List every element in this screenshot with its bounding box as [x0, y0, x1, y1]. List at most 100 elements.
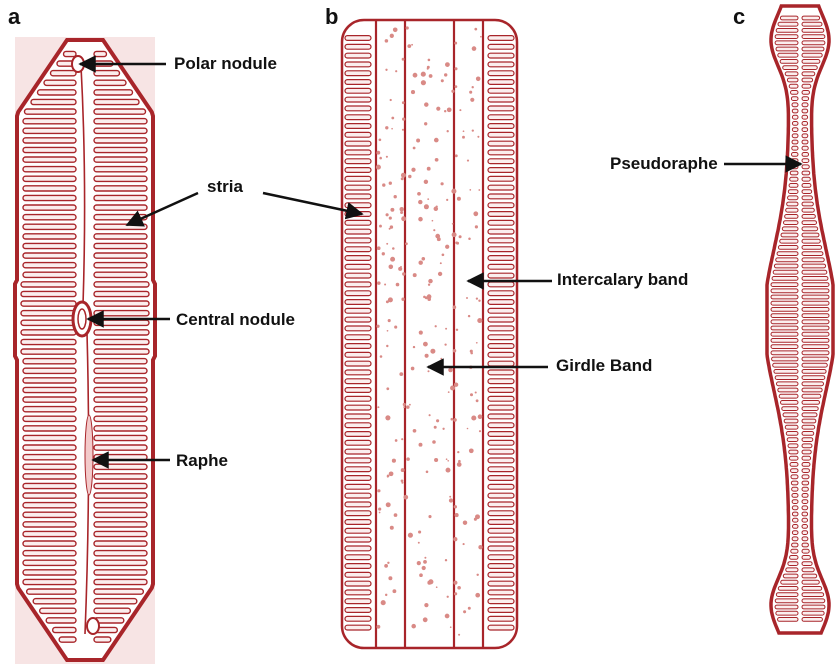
- girdle-stria-right: [488, 273, 514, 278]
- girdle-pore: [445, 245, 449, 249]
- girdle-pore: [468, 315, 470, 317]
- stria-c-right: [802, 270, 827, 274]
- girdle-stria-right: [488, 423, 514, 428]
- stria-left: [44, 80, 76, 85]
- stria-c-left: [792, 537, 798, 541]
- stria-right: [94, 272, 147, 277]
- girdle-stria-right: [488, 36, 514, 41]
- girdle-pore: [394, 513, 398, 517]
- girdle-pore: [427, 370, 429, 372]
- girdle-pore: [435, 325, 437, 327]
- girdle-pore: [391, 128, 393, 130]
- girdle-pore: [476, 574, 478, 576]
- girdle-pore: [434, 426, 437, 429]
- girdle-pore: [476, 342, 478, 344]
- girdle-stria-left: [345, 590, 371, 595]
- stria-right: [94, 320, 149, 325]
- stria-c-left: [785, 72, 798, 76]
- girdle-pore: [424, 122, 427, 125]
- stria-c-right: [802, 246, 822, 250]
- stria-c-left: [789, 450, 798, 454]
- label-intercalary-band: Intercalary band: [557, 270, 688, 290]
- girdle-pore: [441, 79, 444, 82]
- stria-c-right: [802, 252, 823, 256]
- axial-area: [78, 58, 92, 642]
- stria-c-left: [788, 562, 798, 566]
- panel-a-valve: [15, 40, 155, 660]
- stria-c-right: [802, 29, 824, 33]
- girdle-stria-right: [488, 449, 514, 454]
- girdle-stria-left: [345, 282, 371, 287]
- girdle-pore: [392, 589, 396, 593]
- stria-c-left: [786, 568, 798, 572]
- girdle-pore: [428, 279, 432, 283]
- stria-c-right: [802, 258, 824, 262]
- girdle-pore: [376, 151, 380, 155]
- girdle-pore: [418, 260, 422, 264]
- girdle-stria-right: [488, 599, 514, 604]
- stria-right: [94, 445, 147, 450]
- girdle-pore: [386, 300, 389, 303]
- girdle-pore: [453, 305, 457, 309]
- girdle-pore: [388, 319, 391, 322]
- girdle-stria-right: [488, 608, 514, 613]
- girdle-pore: [418, 530, 421, 533]
- stria-right: [94, 205, 147, 210]
- girdle-pore: [479, 430, 481, 432]
- girdle-stria-left: [345, 53, 371, 58]
- girdle-stria-right: [488, 625, 514, 630]
- stria-right: [94, 109, 146, 114]
- stria-c-left: [791, 469, 798, 473]
- girdle-pore: [478, 545, 482, 549]
- stria-c-left: [773, 270, 798, 274]
- stria-c-left: [791, 159, 798, 163]
- stria-left: [33, 599, 76, 604]
- girdle-pore: [458, 634, 460, 636]
- girdle-pore: [387, 330, 389, 332]
- stria-left: [23, 512, 76, 517]
- stria-c-right: [802, 122, 808, 126]
- stria-right: [94, 435, 147, 440]
- stria-c-right: [802, 543, 808, 547]
- girdle-pore: [454, 383, 458, 387]
- girdle-pore: [401, 173, 406, 178]
- girdle-pore: [406, 26, 409, 29]
- girdle-pore: [442, 253, 445, 256]
- stria-left: [23, 167, 76, 172]
- girdle-stria-right: [488, 159, 514, 164]
- stria-c-right: [802, 239, 820, 243]
- label-polar-nodule: Polar nodule: [174, 54, 277, 74]
- stria-c-right: [802, 72, 815, 76]
- girdle-stria-right: [488, 476, 514, 481]
- girdle-stria-left: [345, 388, 371, 393]
- girdle-pore: [454, 592, 457, 595]
- girdle-pore: [427, 68, 429, 70]
- girdle-pore: [401, 216, 406, 221]
- girdle-pore: [401, 438, 403, 440]
- stria-left: [23, 263, 76, 268]
- stria-right: [94, 503, 147, 508]
- stria-left: [27, 589, 76, 594]
- panel-letter-b: b: [325, 4, 338, 30]
- stria-right: [94, 637, 111, 642]
- girdle-pore: [451, 90, 454, 93]
- stria-left: [31, 99, 76, 104]
- girdle-pore: [377, 489, 380, 492]
- stria-c-right: [802, 215, 815, 219]
- girdle-stria-left: [345, 361, 371, 366]
- stria-left: [23, 426, 76, 431]
- stria-right: [94, 263, 147, 268]
- stria-left: [23, 493, 76, 498]
- girdle-pore: [463, 130, 465, 132]
- stria-c-left: [780, 60, 798, 64]
- girdle-pore: [378, 508, 381, 511]
- stria-c-left: [778, 246, 798, 250]
- stria-c-right: [802, 382, 824, 386]
- girdle-pore: [446, 468, 451, 473]
- stria-c-left: [789, 456, 798, 460]
- girdle-pore: [429, 414, 431, 416]
- girdle-pore: [467, 160, 469, 162]
- girdle-stria-right: [488, 229, 514, 234]
- polar-nodule-bottom: [87, 618, 99, 634]
